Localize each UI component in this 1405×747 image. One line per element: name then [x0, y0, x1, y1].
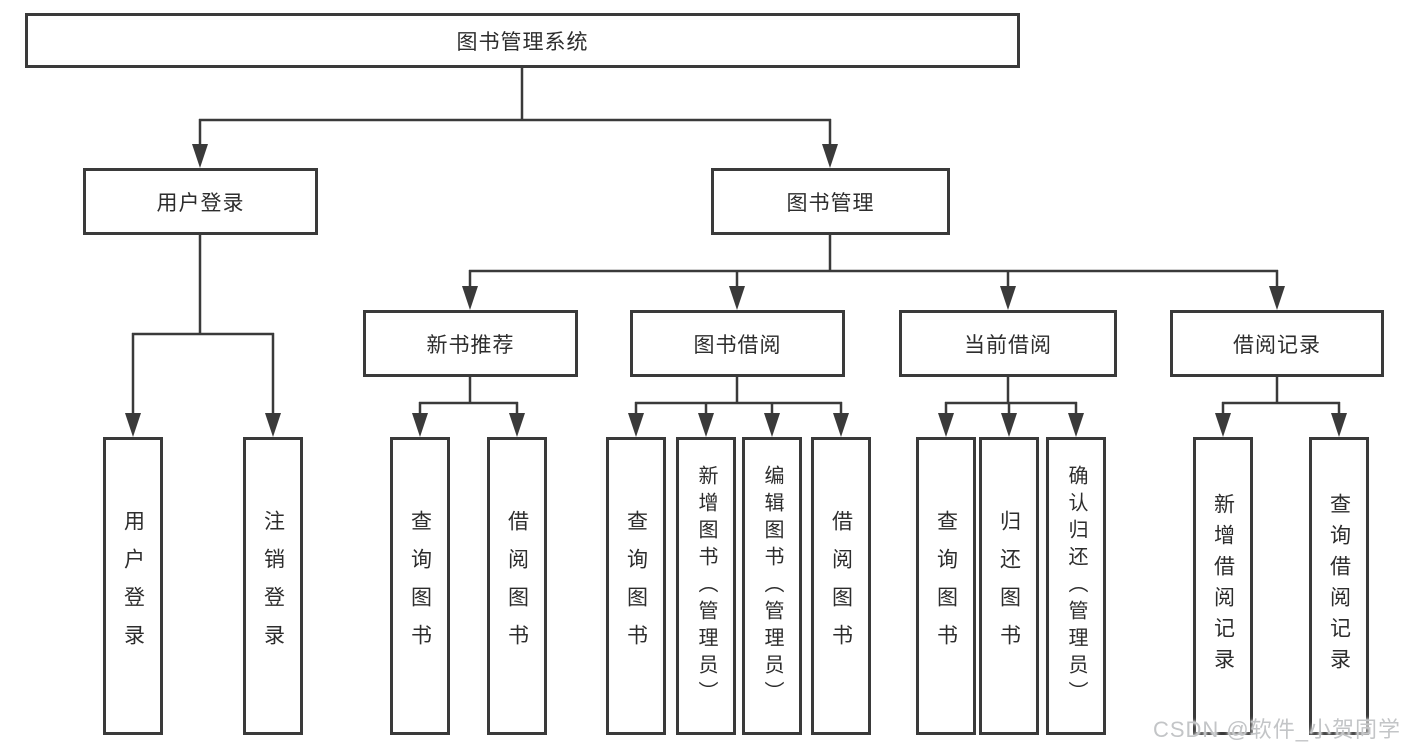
node-label: 新增借阅记录 — [1211, 493, 1235, 679]
node-current-borrowing: 当前借阅 — [899, 310, 1117, 377]
leaf-query-books-recommend: 查询图书 — [390, 437, 450, 735]
node-label: 查询借阅记录 — [1327, 493, 1351, 679]
node-label: 借阅图书 — [505, 510, 529, 662]
node-label: 查询图书 — [408, 510, 432, 662]
node-label: 图书借阅 — [693, 333, 782, 357]
arrowhead-icons — [125, 144, 1347, 437]
leaf-add-books-admin: 新增图书（管理员） — [676, 437, 736, 735]
node-label: 当前借阅 — [964, 333, 1052, 357]
node-user-login: 用户登录 — [83, 168, 318, 235]
node-label: 编辑图书（管理员） — [761, 464, 783, 708]
node-label: 图书管理 — [786, 191, 875, 215]
leaf-query-books-current: 查询图书 — [916, 437, 976, 735]
node-new-book-recommend: 新书推荐 — [363, 310, 578, 377]
leaf-borrow-books-recommend: 借阅图书 — [487, 437, 547, 735]
leaf-edit-books-admin: 编辑图书（管理员） — [742, 437, 802, 735]
node-book-management: 图书管理 — [711, 168, 950, 235]
leaf-query-borrow-record: 查询借阅记录 — [1309, 437, 1369, 735]
node-borrowing-records: 借阅记录 — [1170, 310, 1384, 377]
leaf-query-books-borrowing: 查询图书 — [606, 437, 666, 735]
leaf-user-login: 用户登录 — [103, 437, 163, 735]
node-book-borrowing: 图书借阅 — [630, 310, 845, 377]
csdn-watermark: CSDN @软件_小贺同学 — [1152, 717, 1401, 742]
node-label: 注销登录 — [261, 510, 285, 662]
node-label: 借阅记录 — [1233, 333, 1321, 357]
node-label: 新书推荐 — [426, 333, 515, 357]
node-label: 图书管理系统 — [456, 30, 589, 54]
node-label: 查询图书 — [934, 510, 958, 662]
leaf-return-books: 归还图书 — [979, 437, 1039, 735]
node-label: 确认归还（管理员） — [1065, 464, 1087, 708]
node-system-root: 图书管理系统 — [25, 13, 1020, 68]
leaf-confirm-return-admin: 确认归还（管理员） — [1046, 437, 1106, 735]
node-label: 查询图书 — [624, 510, 648, 662]
leaf-add-borrow-record: 新增借阅记录 — [1193, 437, 1253, 735]
leaf-borrow-books-borrowing: 借阅图书 — [811, 437, 871, 735]
node-label: 新增图书（管理员） — [695, 464, 717, 708]
node-label: 用户登录 — [156, 191, 245, 215]
node-label: 归还图书 — [997, 510, 1021, 662]
node-label: 用户登录 — [121, 510, 145, 662]
leaf-logout: 注销登录 — [243, 437, 303, 735]
node-label: 借阅图书 — [829, 510, 853, 662]
